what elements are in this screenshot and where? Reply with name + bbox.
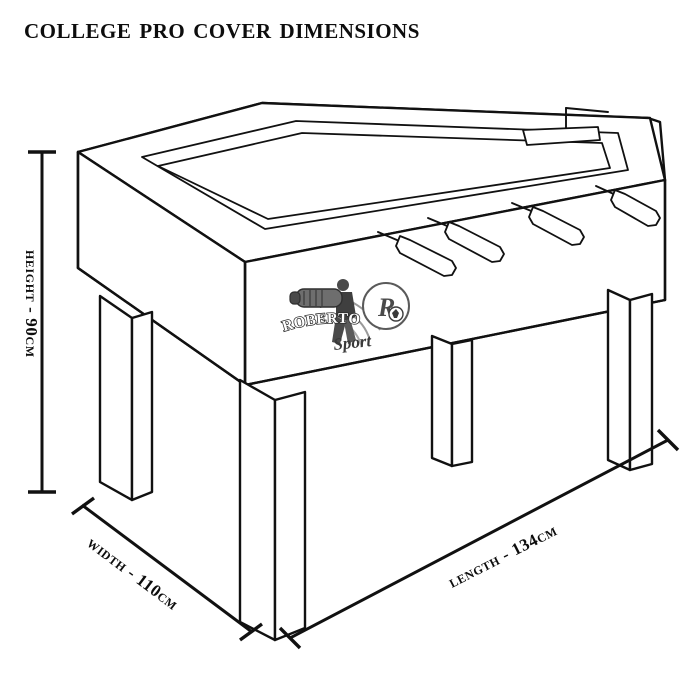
leg-front-left-side (273, 390, 307, 642)
length-dim-cap-start (278, 626, 302, 650)
length-dim-label: Length - 134cm (445, 520, 560, 591)
length-dim-line (289, 438, 669, 640)
width-dim-label: Width - 110cm (84, 533, 183, 614)
dimension-height: Height - 90cm (22, 150, 56, 494)
handle-rod-3 (511, 202, 585, 246)
brand-logo: R ROBERTO Sport (280, 279, 410, 354)
page-title: College Pro Cover Dimensions (24, 12, 420, 45)
width-dim-line (81, 503, 253, 634)
width-dim-cap-start (71, 496, 95, 516)
leg-back-right-side (450, 338, 474, 468)
handle-rod-4 (595, 185, 661, 227)
length-dim-cap-end (656, 428, 680, 452)
logo-emblem: R (362, 282, 410, 330)
height-dim-label: Height - 90cm (22, 250, 41, 358)
dimension-width: Width - 110cm (71, 496, 263, 642)
logo-tagline-text: Sport (332, 331, 373, 354)
legs-group (98, 288, 654, 642)
leg-front-right (606, 288, 632, 472)
handle-rod-2 (427, 217, 505, 263)
leg-back-left-side (130, 310, 154, 502)
playfield-inner-wall-2 (565, 107, 609, 113)
handles-group (377, 185, 661, 277)
playfield-surface (157, 132, 611, 220)
width-dim-cap-end (239, 622, 263, 642)
leg-front-right-side (628, 292, 654, 472)
leg-back-left (98, 294, 134, 502)
logo-handle-graphic (289, 288, 343, 308)
ball-return-notch (522, 126, 601, 146)
leg-front-left (238, 378, 277, 642)
handle-rod-1 (377, 231, 457, 277)
leg-back-right (430, 334, 454, 468)
